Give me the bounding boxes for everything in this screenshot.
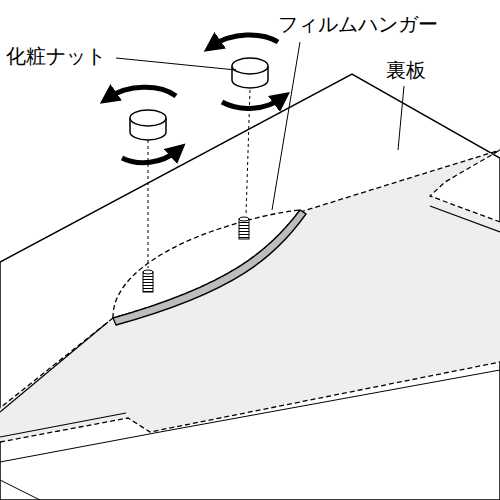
neck-opening — [113, 210, 300, 318]
screw — [143, 217, 249, 292]
film-hanger — [113, 210, 306, 325]
leader-line — [116, 42, 404, 210]
rotation-arrow — [108, 35, 282, 163]
part-label: 裏板 — [384, 58, 428, 82]
board-edge — [0, 370, 500, 500]
back-board — [0, 74, 500, 500]
part-label: 化粧ナット — [4, 44, 108, 68]
shirt-stitch — [0, 150, 500, 442]
part-label: フィルムハンガー — [276, 12, 440, 36]
decorative-nut — [130, 58, 268, 140]
shirt-edge — [0, 206, 500, 437]
shirt-fill — [0, 148, 500, 442]
